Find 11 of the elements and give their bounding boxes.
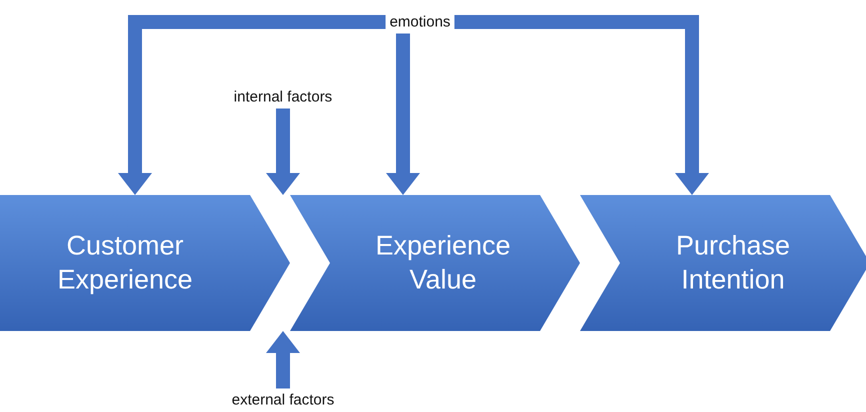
step-label: Customer Experience [56, 229, 194, 296]
block-arrow [266, 108, 300, 195]
step-label: Experience Value [374, 229, 512, 296]
factor-label: internal factors [234, 88, 332, 106]
factor-label: external factors [232, 392, 334, 408]
factor-label: emotions [390, 14, 450, 30]
block-arrow [118, 15, 386, 195]
block-arrow [266, 331, 300, 388]
block-arrow [454, 15, 709, 195]
block-arrow [386, 34, 420, 195]
step-label: Purchase Intention [674, 229, 792, 296]
